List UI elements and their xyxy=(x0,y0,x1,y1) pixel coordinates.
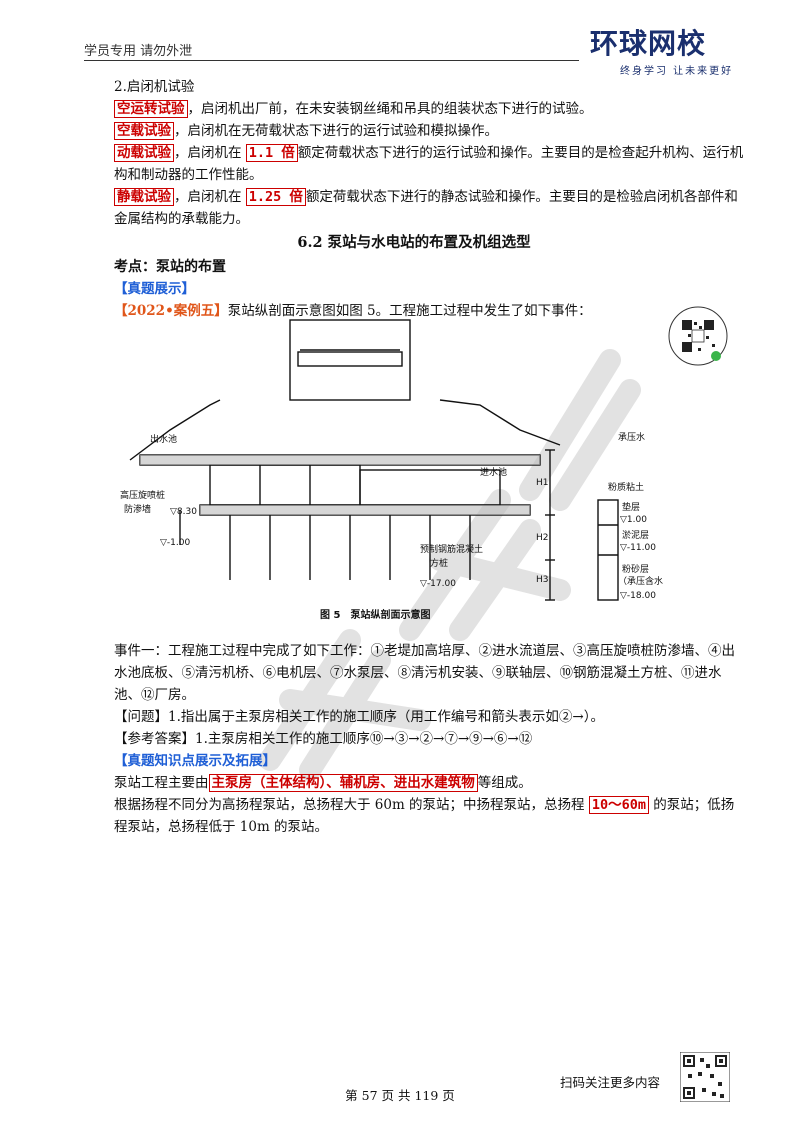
test-item: 静载试验，启闭机在 1.25 倍额定荷载状态下进行的静态试验和操作。主要目的是检… xyxy=(84,186,744,230)
test-term: 空载试验 xyxy=(114,122,174,140)
logo-slogan: 终身学习 让未来更好 xyxy=(620,66,734,77)
test-desc-tail: 额定荷载状态下进行的运行试验和操作。主要目的是检查起升机构、运行机构和制动器的工… xyxy=(114,145,744,183)
header-left-text: 学员专用 请勿外泄 xyxy=(84,44,193,59)
label-silt: 淤泥层 xyxy=(622,529,649,541)
header-divider xyxy=(84,60,579,61)
label-h2: H2 xyxy=(536,533,549,543)
qr-code-icon xyxy=(668,306,728,366)
composition-post: 等组成。 xyxy=(477,775,532,791)
lift-highlight: 10～60m xyxy=(588,796,649,814)
label-precast-pile: 预制钢筋混凝土 xyxy=(420,543,483,555)
label-el-m1100: ▽-11.00 xyxy=(620,543,656,553)
label-el-830: ▽8.30 xyxy=(170,507,197,517)
case-text: 泵站纵剖面示意图如图 5。工程施工过程中发生了如下事件： xyxy=(227,303,592,319)
test-term: 静载试验 xyxy=(114,188,174,206)
sec2-heading: 2.启闭机试验 xyxy=(114,79,195,95)
page-number: 第 57 页 共 119 页 xyxy=(345,1088,455,1103)
test-item: 空运转试验，启闭机出厂前，在未安装钢丝绳和吊具的组装状态下进行的试验。 xyxy=(84,98,744,120)
test-term: 空运转试验 xyxy=(114,100,188,118)
footer-scan-text: 扫码关注更多内容 xyxy=(560,1075,661,1090)
label-h3: H3 xyxy=(536,575,549,585)
label-el-m1700: ▽-17.00 xyxy=(420,579,456,589)
label-sand: 粉砂层 xyxy=(622,563,649,575)
composition-pre: 泵站工程主要由 xyxy=(114,775,209,791)
qr-code-icon xyxy=(680,1052,730,1102)
figure-caption: 图 5 泵站纵剖面示意图 xyxy=(320,608,430,621)
brand-logo: 环球网校 终身学习 让未来更好 xyxy=(590,27,740,78)
label-seepage-wall: 防渗墙 xyxy=(124,503,151,515)
event-text: 事件一：工程施工过程中完成了如下工作：①老堤加高培厚、②进水流道层、③高压旋喷桩… xyxy=(114,643,735,703)
test-desc: ，启闭机在 xyxy=(174,145,242,161)
lift-post: 的泵站；低扬程泵站，总扬程低于 10m 的泵站。 xyxy=(114,797,735,835)
knowledge-label: 【真题知识点展示及拓展】 xyxy=(114,753,276,769)
label-confined-water: 承压水 xyxy=(618,431,645,443)
topic-heading: 考点：泵站的布置 xyxy=(114,259,226,275)
label-el-m100: ▽-1.00 xyxy=(160,538,190,548)
test-term: 动载试验 xyxy=(114,144,174,162)
section-title: 6.2 泵站与水电站的布置及机组选型 xyxy=(297,234,531,251)
test-desc: ，启闭机在无荷载状态下进行的运行试验和模拟操作。 xyxy=(174,123,498,139)
answer-text: 【参考答案】1.主泵房相关工作的施工顺序⑩→③→②→⑦→⑨→⑥→⑫ xyxy=(114,731,533,747)
composition-text: 泵站工程主要由主泵房（主体结构）、辅机房、进出水建筑物等组成。 xyxy=(84,772,744,794)
logo-text: 环球网校 xyxy=(590,27,707,60)
label-cushion: 垫层 xyxy=(622,501,640,513)
content-top: 2.启闭机试验 空运转试验，启闭机出厂前，在未安装钢丝绳和吊具的组装状态下进行的… xyxy=(84,76,744,322)
zhenti-label: 【真题展示】 xyxy=(114,281,195,297)
label-inlet-pool: 进水池 xyxy=(480,466,507,478)
label-pile-word: 方桩 xyxy=(430,557,448,569)
test-desc: ，启闭机在 xyxy=(174,189,242,205)
load-factor: 1.25 倍 xyxy=(245,188,306,206)
test-item: 动载试验，启闭机在 1.1 倍额定荷载状态下进行的运行试验和操作。主要目的是检查… xyxy=(84,142,744,186)
content-bottom: 事件一：工程施工过程中完成了如下工作：①老堤加高培厚、②进水流道层、③高压旋喷桩… xyxy=(84,640,744,838)
composition-highlight: 主泵房（主体结构）、辅机房、进出水建筑物 xyxy=(208,774,478,792)
question-text: 【问题】1.指出属于主泵房相关工作的施工顺序（用工作编号和箭头表示如②→）。 xyxy=(114,709,604,725)
test-item: 空载试验，启闭机在无荷载状态下进行的运行试验和模拟操作。 xyxy=(84,120,744,142)
load-factor: 1.1 倍 xyxy=(245,144,298,162)
pump-station-section-figure: 出水池 进水池 高压旋喷桩 防渗墙 ▽8.30 ▽-1.00 预制钢筋混凝土 方… xyxy=(120,319,663,621)
label-silty-clay: 粉质粘土 xyxy=(608,481,644,493)
lift-pre: 根据扬程不同分为高扬程泵站，总扬程大于 60m 的泵站；中扬程泵站，总扬程 xyxy=(114,797,589,813)
lift-text: 根据扬程不同分为高扬程泵站，总扬程大于 60m 的泵站；中扬程泵站，总扬程 10… xyxy=(84,794,744,838)
case-intro: 【2022•案例五】泵站纵剖面示意图如图 5。工程施工过程中发生了如下事件： xyxy=(84,300,744,322)
label-h1: H1 xyxy=(536,478,549,488)
label-el-100-right: ▽1.00 xyxy=(620,515,647,525)
label-aquifer: （承压含水 xyxy=(618,575,663,587)
label-jet-grout: 高压旋喷桩 xyxy=(120,489,165,501)
label-el-m1800: ▽-18.00 xyxy=(620,591,656,601)
test-desc: ，启闭机出厂前，在未安装钢丝绳和吊具的组装状态下进行的试验。 xyxy=(187,101,593,117)
case-tag: 【2022•案例五】 xyxy=(114,303,228,319)
label-outlet-pool: 出水池 xyxy=(150,433,177,445)
test-desc-tail: 额定荷载状态下进行的静态试验和操作。主要目的是检验启闭机各部件和金属结构的承载能… xyxy=(114,189,738,227)
